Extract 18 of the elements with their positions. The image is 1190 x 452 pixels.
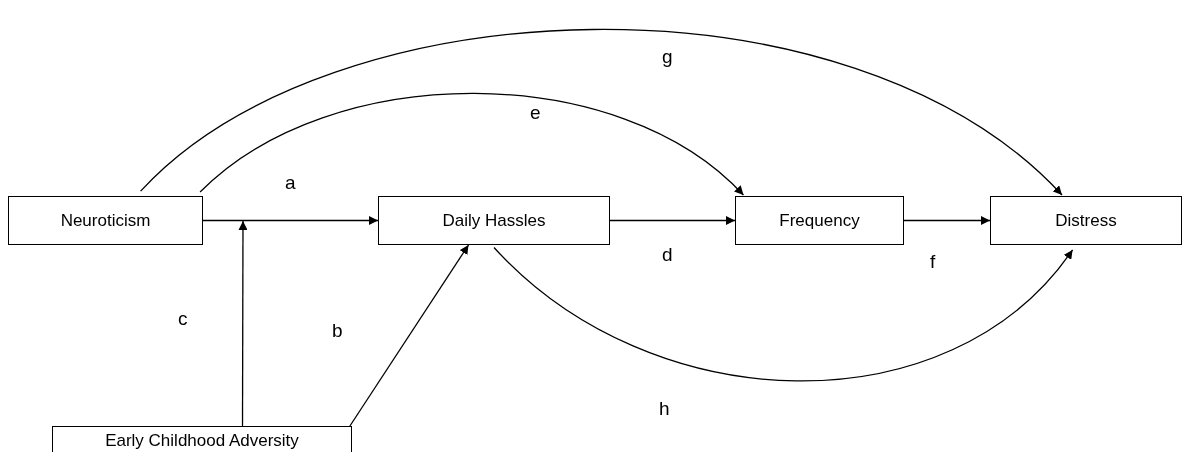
arrow [139,28,1063,196]
variable-name: Neuroticism [60,210,151,231]
variable-box [52,426,352,452]
arrow [199,92,745,196]
variable-name: Early Childhood Adversity [105,431,299,451]
arrow [238,220,248,427]
variable-box [378,196,610,245]
variable-name: Daily Hassles [442,210,546,231]
variable-box [990,196,1182,245]
arrow [903,216,991,225]
variable-box [735,196,904,245]
variable-name: Frequency [779,210,860,231]
arrow [202,216,379,225]
variable-box [8,196,203,245]
arrow [609,216,736,225]
arrow [493,246,1074,382]
arrow [349,244,470,427]
variable-name: Distress [1055,210,1117,231]
